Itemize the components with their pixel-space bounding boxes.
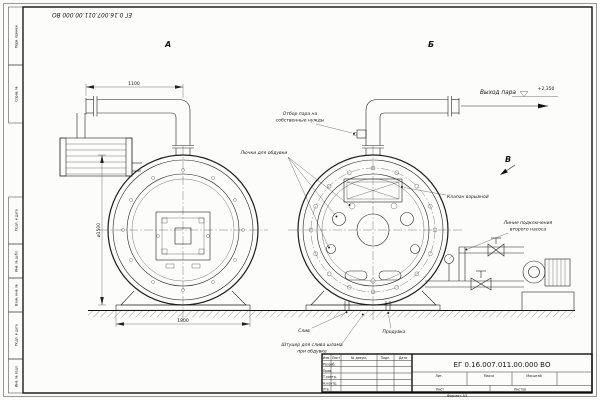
valve-upper bbox=[487, 237, 505, 257]
dim-1800: 1800 bbox=[115, 311, 251, 327]
stamp-inv-podl: Инв. № подл. bbox=[15, 365, 19, 387]
explosion-valve-label: Клапан взрывной bbox=[447, 194, 489, 200]
doc-number: ЕГ 0.16.007.011.00.000 ВО bbox=[454, 361, 551, 369]
annotation-steam-outlet: Выход пара bbox=[480, 90, 516, 96]
annotation-pump-line: Линия подключения второго насоса bbox=[465, 220, 553, 251]
tb-col-izm: Изм. bbox=[323, 356, 331, 360]
annotation-hatches: Лючки для обдувки bbox=[240, 150, 351, 249]
stamp-perv-primen: Перв. примен. bbox=[15, 24, 19, 48]
pump-unit bbox=[425, 237, 575, 311]
annotation-sludge: Штуцер для слива шлама при обдувке bbox=[281, 313, 364, 355]
stamp-vzam-inv: Взам. инв. № bbox=[15, 284, 19, 306]
tb-col-dokum: № докум. bbox=[351, 356, 367, 360]
tb-sheets: Листов bbox=[514, 388, 526, 392]
steam-tap-label-1: Отбор пара на bbox=[283, 111, 318, 117]
side-drum bbox=[59, 137, 142, 177]
tb-lit: Лит. bbox=[435, 374, 442, 378]
tb-row-razrab: Разраб. bbox=[323, 363, 336, 367]
bottom-stubs bbox=[343, 301, 392, 311]
steam-outlet-label: Выход пара bbox=[480, 90, 516, 96]
view-a-letter: А bbox=[164, 40, 171, 49]
sludge-label-1: Штуцер для слива шлама bbox=[281, 342, 343, 348]
pump-line-label-1: Линия подключения bbox=[503, 220, 553, 226]
stamp-podp-data-1: Подп. и дата bbox=[15, 209, 19, 231]
sheet-frame bbox=[3, 3, 597, 397]
elevation-text: +2,350 bbox=[538, 86, 555, 92]
tb-row-nkontr: Н.контр. bbox=[323, 381, 337, 385]
tb-col-list: Лист bbox=[332, 356, 340, 360]
ground-line bbox=[88, 309, 575, 318]
tb-sheet: Лист bbox=[436, 388, 444, 392]
valve-lower bbox=[470, 270, 492, 291]
left-view-steam-piping bbox=[76, 96, 194, 156]
rear-door-openings bbox=[326, 202, 420, 284]
boiler-front-view-a: 1100 ø1500 1800 bbox=[59, 81, 268, 327]
tb-row-utv: Утв. bbox=[323, 388, 330, 392]
dim-1100-text: 1100 bbox=[128, 81, 140, 87]
annotation-drain: Слив bbox=[298, 311, 348, 334]
title-block: Изм. Лист № докум. Подп. Дата Разраб. Пр… bbox=[321, 353, 593, 393]
dim-1100: 1100 bbox=[85, 81, 184, 98]
pump-motor bbox=[521, 258, 575, 311]
left-stamp-column: Перв. примен. Справ. № Подп. и дата Инв.… bbox=[8, 6, 24, 394]
tb-masshtab: Масштаб bbox=[526, 374, 541, 378]
hatches-label: Лючки для обдувки bbox=[240, 150, 288, 156]
tb-col-data: Дата bbox=[399, 356, 407, 360]
stamp-podp-data-2: Подп. и дата bbox=[15, 324, 19, 346]
annotation-explosion-valve: Клапан взрывной bbox=[401, 186, 489, 200]
view-v-marker: В bbox=[500, 155, 516, 175]
dim-diameter: ø1500 bbox=[96, 154, 106, 306]
explosion-valve bbox=[343, 178, 403, 203]
pump-line-label-2: второго насоса bbox=[510, 228, 547, 233]
tb-row-prov: Пров. bbox=[323, 369, 332, 373]
right-view-steam-piping bbox=[353, 96, 460, 156]
stamp-sprav-no: Справ. № bbox=[15, 86, 19, 102]
furnace-door bbox=[155, 211, 211, 269]
steam-tap-label-2: собственные нужды bbox=[276, 118, 325, 124]
boiler-rear-view-b: +2,350 bbox=[288, 86, 558, 320]
format-note: Формат А3 bbox=[447, 394, 467, 398]
pressure-gauge bbox=[444, 254, 454, 281]
dim-1800-text: 1800 bbox=[177, 318, 189, 324]
tb-massa: Масса bbox=[484, 374, 494, 378]
tb-col-podp: Подп. bbox=[381, 356, 391, 360]
blowdown-label: Продувка bbox=[383, 329, 406, 335]
drain-label: Слив bbox=[298, 328, 310, 334]
elevation-mark: +2,350 bbox=[512, 86, 558, 97]
view-b-letter: Б bbox=[428, 40, 434, 49]
steam-flow-arrow bbox=[461, 103, 548, 109]
annotation-blowdown: Продувка bbox=[383, 312, 406, 335]
door-bolts-right bbox=[308, 165, 438, 295]
tb-row-tkontr: Т.контр. bbox=[322, 375, 337, 379]
door-bolts-left bbox=[121, 168, 245, 292]
sludge-label-2: при обдувке bbox=[297, 349, 327, 355]
annotation-steam-tap: Отбор пара на собственные нужды bbox=[276, 111, 355, 135]
view-v-letter: В bbox=[505, 155, 511, 164]
dim-diameter-text: ø1500 bbox=[96, 223, 102, 237]
stamp-inv-dubl: Инв. № дубл. bbox=[15, 250, 19, 272]
top-mirrored-doc-number: ЕГ 0.16.007.011.00.000 ВО bbox=[52, 11, 132, 17]
